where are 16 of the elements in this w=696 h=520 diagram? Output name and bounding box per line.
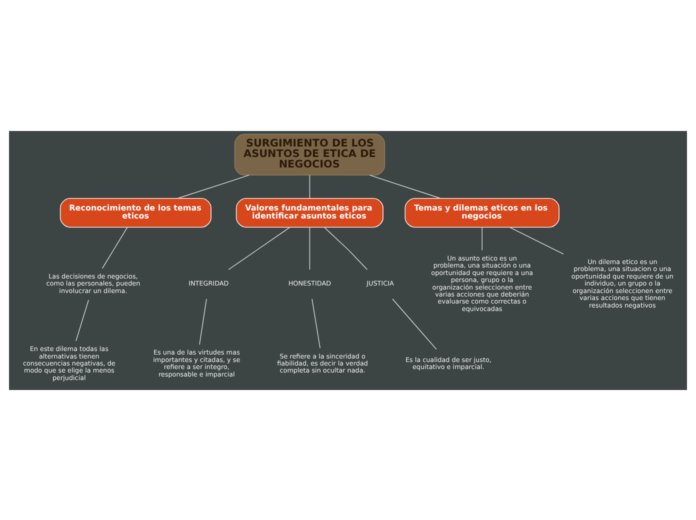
connector	[102, 226, 128, 268]
connector	[509, 226, 564, 254]
connector	[228, 226, 290, 270]
connector	[392, 298, 437, 350]
connector	[309, 174, 310, 198]
node-box: Temas y dilemas eticos en los negocios	[404, 197, 560, 228]
connector	[177, 174, 250, 198]
connector	[312, 298, 320, 348]
connector	[324, 226, 368, 270]
node-box: Valores fundamentales para identificar asuntos eticos	[236, 197, 384, 228]
node-box: Reconocimiento de los temas eticos	[60, 197, 212, 228]
connector	[309, 226, 310, 270]
node-box: SURGIMIENTO DE LOS ASUNTOS DE ETICA DE NEGOCIOS	[234, 133, 386, 175]
connector	[76, 299, 89, 341]
connector	[369, 174, 441, 198]
connector	[199, 298, 207, 344]
